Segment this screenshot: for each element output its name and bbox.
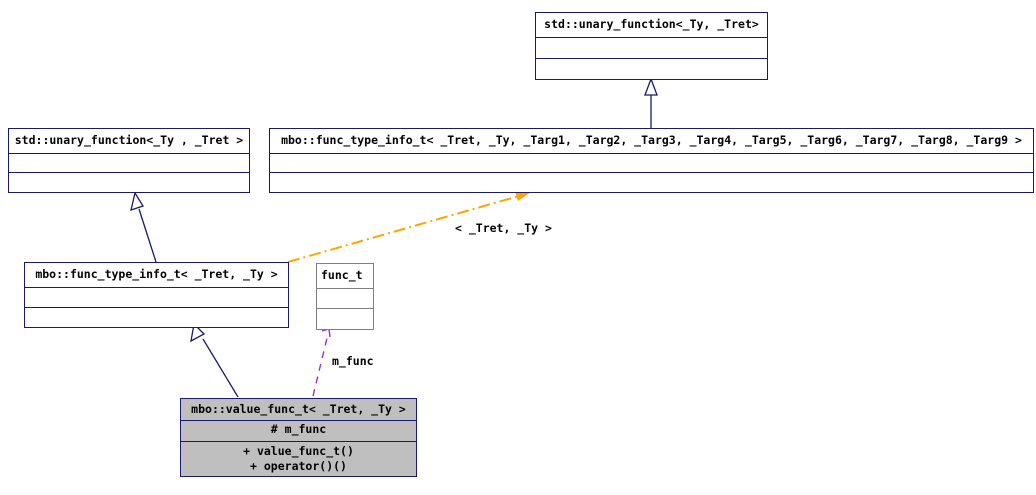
class-box-std-unary-function-left[interactable]: std::unary_function<_Ty , _Tret > [8,128,250,193]
class-operations-value-func-t: + value_func_t() + operator()() [181,442,416,476]
compartment-separator [9,172,249,173]
class-title-std-unary-function-left: std::unary_function<_Ty , _Tret > [14,133,244,148]
class-title-func-type-info-t-full: mbo::func_type_info_t< _Tret, _Ty, _Targ… [281,133,1022,148]
class-box-func-type-info-t-short[interactable]: mbo::func_type_info_t< _Tret, _Ty > [24,262,289,328]
edge-label-template-binding: < _Tret, _Ty > [455,221,552,235]
class-title-func-t: func_t [321,268,363,283]
compartment-separator [270,172,1033,173]
class-operations-func-t [317,309,373,329]
class-attributes-value-func-t: # m_func [270,422,327,436]
compartment-separator [536,37,767,38]
class-operations-std-unary-function-top [536,59,767,79]
class-operations-func-type-info-t-short [25,308,288,327]
class-attributes-func-type-info-t-short [25,288,288,307]
class-title-value-func-t: mbo::value_func_t< _Tret, _Ty > [191,401,406,416]
class-box-func-type-info-t-full[interactable]: mbo::func_type_info_t< _Tret, _Ty, _Targ… [269,128,1034,193]
class-attributes-func-type-info-t-full [270,154,1033,172]
compartment-separator [317,308,373,309]
usage-edge-m-func [312,328,331,397]
operation-constructor: + value_func_t() [243,444,354,458]
class-title-std-unary-function-top: std::unary_function<_Ty, _Tret> [544,17,759,32]
compartment-separator [25,307,288,308]
class-attributes-std-unary-function-left [9,154,249,172]
class-operations-std-unary-function-left [9,173,249,192]
class-title-func-type-info-t-short: mbo::func_type_info_t< _Tret, _Ty > [35,267,278,282]
compartment-separator [317,288,373,289]
inheritance-edge-valuefunc-to-functypeinfo [190,322,239,398]
compartment-separator [25,287,288,288]
edge-label-m-func: m_func [332,354,374,368]
compartment-separator [536,58,767,59]
inheritance-edge-short-to-left-unary [130,191,157,263]
compartment-separator [270,153,1033,154]
compartment-separator [9,153,249,154]
class-attributes-func-t [317,289,373,308]
class-box-func-t[interactable]: func_t [316,263,374,330]
compartment-separator [181,420,416,421]
compartment-separator [181,441,416,442]
class-operations-func-type-info-t-full [270,173,1033,192]
class-box-std-unary-function-top[interactable]: std::unary_function<_Ty, _Tret> [535,12,768,80]
operation-call-operator: + operator()() [250,459,347,473]
class-box-value-func-t[interactable]: mbo::value_func_t< _Tret, _Ty > # m_func… [180,398,417,477]
class-attributes-std-unary-function-top [536,38,767,58]
